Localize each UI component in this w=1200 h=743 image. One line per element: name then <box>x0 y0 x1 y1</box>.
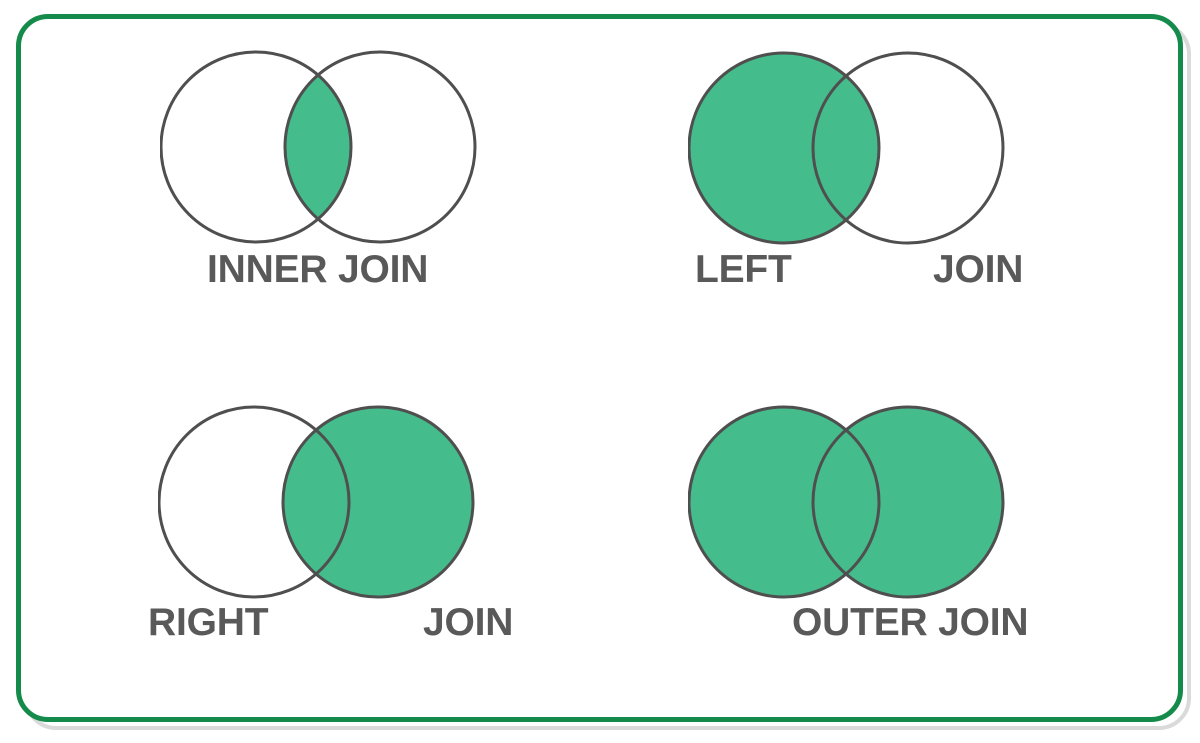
right-circle-shade <box>813 407 1003 597</box>
right-circle <box>283 50 477 244</box>
right-join-label-right: RIGHT <box>148 601 269 644</box>
intersection-shade <box>285 52 351 242</box>
card-green-border <box>16 14 1183 722</box>
venn-inner-join-svg <box>160 50 477 244</box>
right-circle <box>811 51 1005 245</box>
right-circle <box>811 405 1005 599</box>
left-circle <box>160 50 353 244</box>
left-join-label-join: JOIN <box>933 248 1024 291</box>
left-circle <box>688 51 881 245</box>
right-join-label-join: JOIN <box>423 601 514 644</box>
left-circle <box>688 405 881 599</box>
venn-outer-join-svg <box>688 405 1005 599</box>
venn-right-join-svg <box>158 405 475 599</box>
right-circle-shade <box>283 407 473 597</box>
venn-left-join <box>688 50 1005 247</box>
left-circle <box>158 405 351 599</box>
left-circle-shade <box>689 53 879 243</box>
left-join-label-left: LEFT <box>695 248 792 291</box>
venn-left-join-svg <box>688 51 1005 245</box>
outer-join-label: OUTER JOIN <box>792 601 1029 644</box>
right-circle <box>281 405 475 599</box>
inner-join-label: INNER JOIN <box>207 248 429 291</box>
venn-right-join <box>158 404 475 601</box>
venn-inner-join <box>160 49 477 246</box>
venn-outer-join <box>688 404 1005 601</box>
